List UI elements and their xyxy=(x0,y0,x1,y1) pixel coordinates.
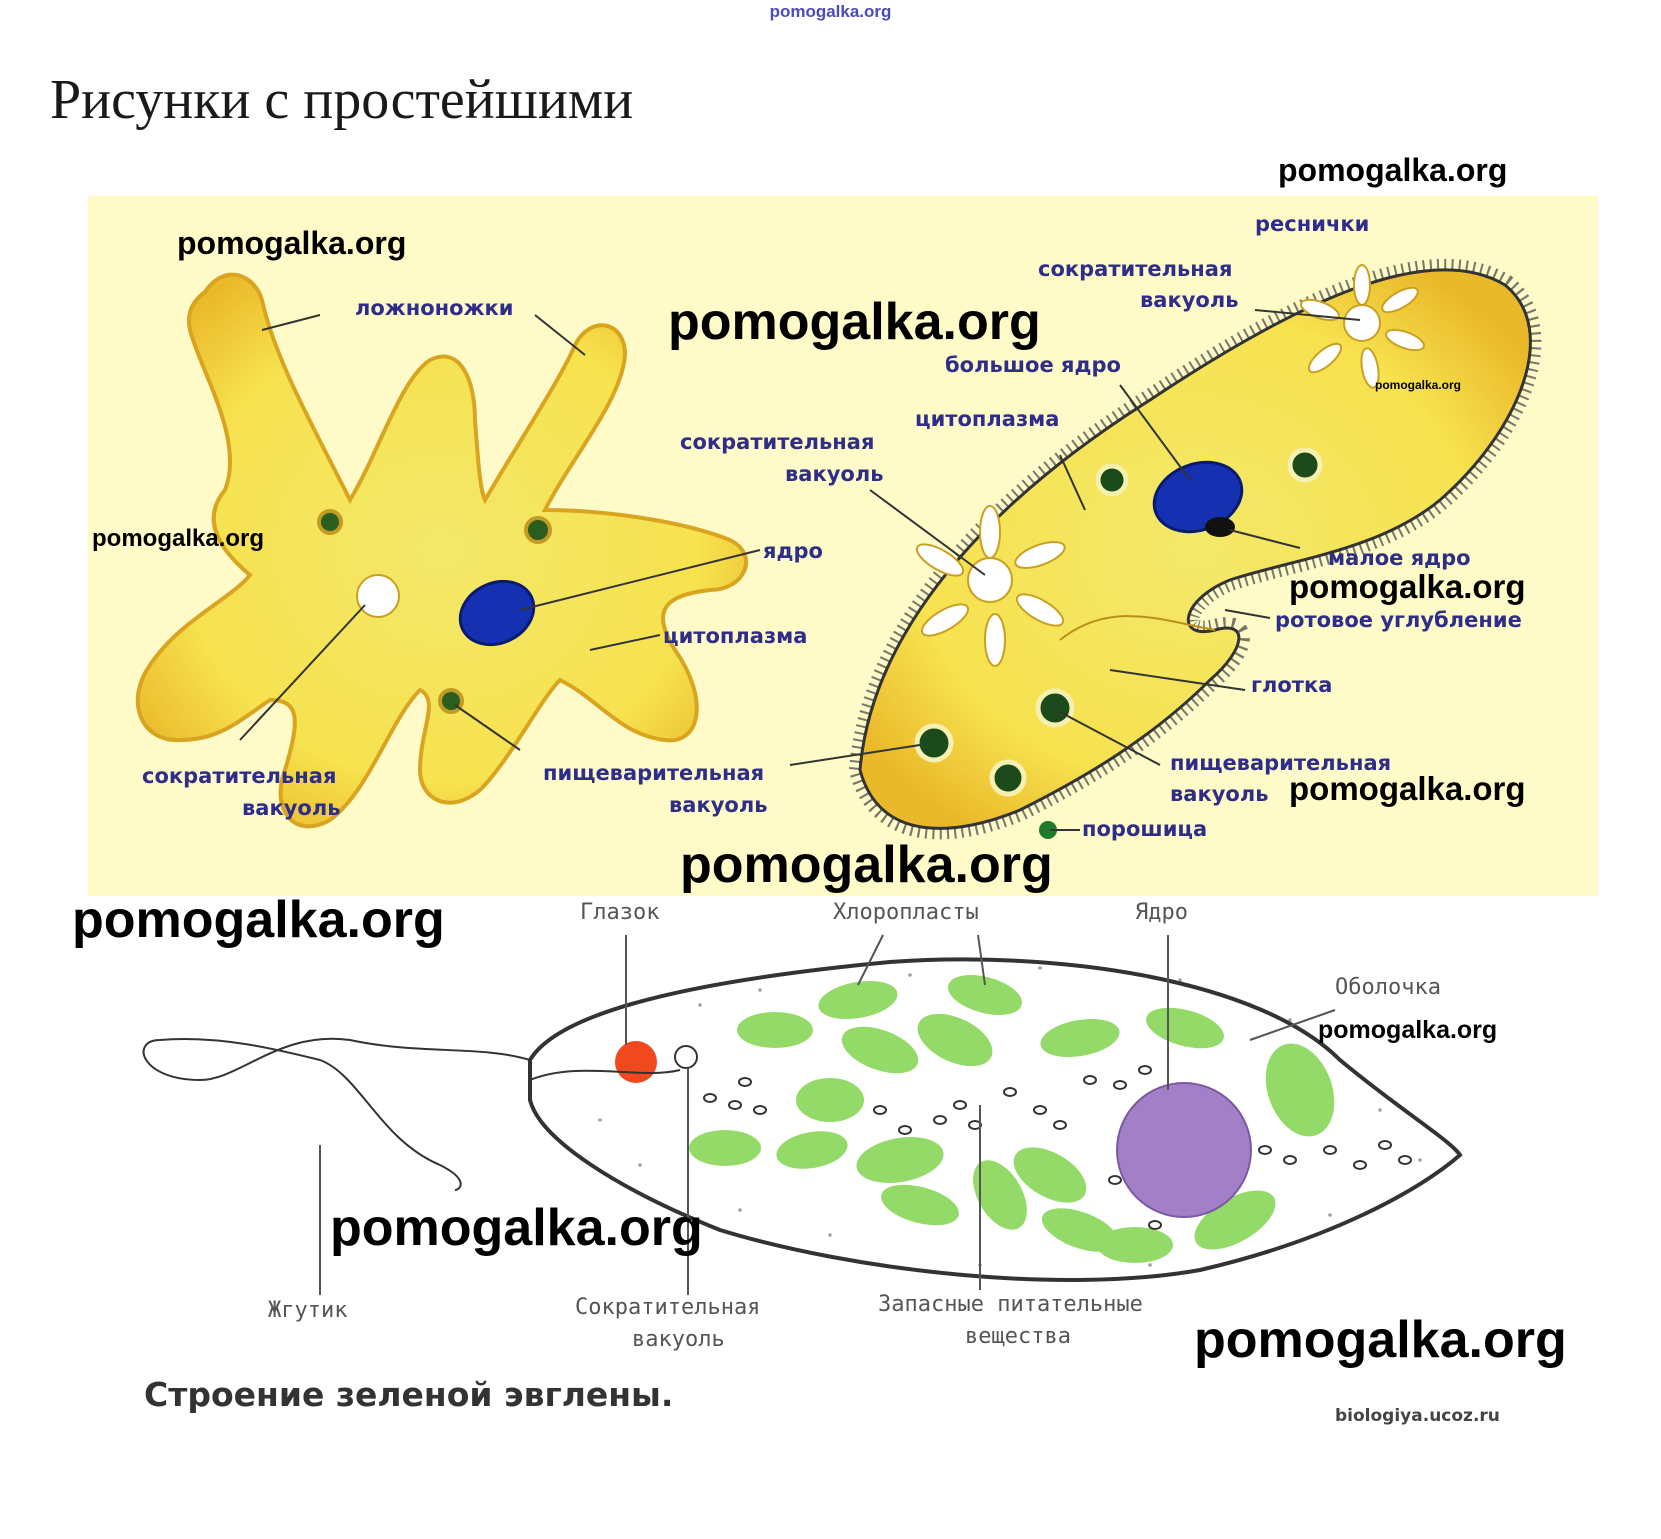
paramecium-contractile-vacuole-front xyxy=(1300,264,1425,389)
watermark: pomogalka.org xyxy=(92,525,265,552)
label-paramecium-cytoplasm: цитоплазма xyxy=(915,407,1060,431)
paramecium-food-vacuole xyxy=(1287,447,1323,483)
leader-line xyxy=(1249,1009,1336,1041)
label-pharynx: глотка xyxy=(1251,673,1333,697)
leader-line xyxy=(1059,454,1086,511)
label-pseudopods: ложноножки xyxy=(355,296,514,320)
leader-line xyxy=(1229,529,1301,549)
watermark: pomogalka.org xyxy=(1318,1016,1498,1044)
paramecium-body xyxy=(858,268,1532,830)
label-anal-pore: порошица xyxy=(1082,817,1208,841)
label-eyespot: Глазок xyxy=(580,900,660,925)
watermark: pomogalka.org xyxy=(680,836,1053,894)
label-euglena-contractile-vacuole-line1: Сократительная xyxy=(575,1295,761,1320)
leader-line xyxy=(1224,609,1271,619)
leader-line xyxy=(789,744,921,766)
label-paramecium-contractile-vacuole-line1: сократительная xyxy=(1038,257,1233,281)
euglena-chloroplasts xyxy=(689,975,1335,1263)
paramecium-food-vacuole xyxy=(914,723,954,763)
paramecium-anal-pore xyxy=(1039,821,1057,839)
watermark: pomogalka.org xyxy=(1278,152,1508,188)
amoeba-diagram xyxy=(135,272,761,829)
label-oral-groove: ротовое углубление xyxy=(1275,608,1522,632)
leader-line xyxy=(869,489,986,576)
page-title: Рисунки с простейшими xyxy=(50,69,634,131)
paramecium-diagram xyxy=(789,258,1542,840)
leader-line xyxy=(589,634,661,651)
euglena-diagram xyxy=(142,934,1463,1295)
label-paramecium-digestive-vacuole-line2: вакуоль xyxy=(1170,782,1269,806)
euglena-caption: Строение зеленой эвглены. xyxy=(144,1375,674,1414)
label-reserve-nutrients-line1: Запасные питательные xyxy=(878,1292,1143,1317)
watermark: pomogalka.org xyxy=(72,891,445,949)
paramecium-food-vacuole xyxy=(1035,688,1075,728)
label-amoeba-contractile-vacuole-line1: сократительная xyxy=(680,430,875,454)
leader-line xyxy=(1254,309,1361,321)
euglena-contractile-vacuole xyxy=(674,1045,698,1069)
label-amoeba-digestive-vacuole-line2: вакуоль xyxy=(669,793,768,817)
label-euglena-contractile-vacuole-line2: вакуоль xyxy=(632,1327,725,1352)
label-flagellum: Жгутик xyxy=(268,1298,348,1323)
euglena-reservoir xyxy=(529,1069,681,1081)
label-paramecium-digestive-vacuole-line1: пищеварительная xyxy=(1170,751,1392,775)
leader-line xyxy=(1109,669,1246,691)
leader-line xyxy=(1059,711,1161,766)
leader-line xyxy=(519,549,761,611)
watermark: pomogalka.org xyxy=(177,225,407,261)
amoeba-body xyxy=(135,272,749,829)
label-amoeba-contractile-vacuole-b-line1: сократительная xyxy=(142,764,337,788)
watermark: pomogalka.org xyxy=(1375,378,1462,392)
euglena-flagellum xyxy=(142,1037,531,1191)
paramecium-pharynx xyxy=(1059,615,1216,641)
amoeba-food-vacuole xyxy=(317,509,343,535)
top-watermark: pomogalka.org xyxy=(769,2,892,21)
amoeba-nucleus xyxy=(458,579,536,647)
source-credit: biologiya.ucoz.ru xyxy=(1335,1406,1500,1426)
label-paramecium-contractile-vacuole-line2: вакуоль xyxy=(1140,288,1239,312)
paramecium-food-vacuole xyxy=(989,759,1027,797)
euglena-dots xyxy=(598,966,1422,1267)
watermark: pomogalka.org xyxy=(1289,568,1526,605)
label-cilia: реснички xyxy=(1255,212,1370,236)
amoeba-food-vacuole xyxy=(524,516,552,544)
label-amoeba-cytoplasm: цитоплазма xyxy=(663,624,808,648)
watermark: pomogalka.org xyxy=(1194,1311,1567,1369)
label-reserve-nutrients-line2: вещества xyxy=(965,1324,1071,1349)
label-amoeba-digestive-vacuole-line1: пищеварительная xyxy=(543,761,765,785)
label-chloroplasts: Хлоропласты xyxy=(833,900,979,925)
leader-line xyxy=(239,604,366,741)
watermark: pomogalka.org xyxy=(1289,770,1526,807)
euglena-nucleus xyxy=(1116,1082,1252,1218)
label-euglena-nucleus: Ядро xyxy=(1135,900,1188,925)
paramecium-micronucleus xyxy=(1205,517,1235,537)
label-amoeba-nucleus: ядро xyxy=(763,539,823,563)
label-amoeba-contractile-vacuole-b-line2: вакуоль xyxy=(242,796,341,820)
label-macronucleus: большое ядро xyxy=(945,353,1121,377)
paramecium-food-vacuole xyxy=(1095,463,1129,497)
watermark: pomogalka.org xyxy=(330,1199,703,1257)
leader-line xyxy=(261,314,321,331)
euglena-reserve-granules xyxy=(703,1065,1412,1230)
leader-line xyxy=(534,314,586,356)
leader-line xyxy=(454,704,521,751)
label-micronucleus: малое ядро xyxy=(1328,546,1471,570)
euglena-eyespot xyxy=(615,1041,657,1083)
paramecium-contractile-vacuole-rear xyxy=(915,505,1066,667)
watermark: pomogalka.org xyxy=(668,293,1041,351)
leader-line xyxy=(977,934,986,986)
leader-line xyxy=(857,934,884,986)
label-membrane: Оболочка xyxy=(1335,975,1441,1000)
label-amoeba-contractile-vacuole-line2: вакуоль xyxy=(785,462,884,486)
leader-line xyxy=(1119,384,1191,481)
amoeba-contractile-vacuole xyxy=(356,574,400,618)
